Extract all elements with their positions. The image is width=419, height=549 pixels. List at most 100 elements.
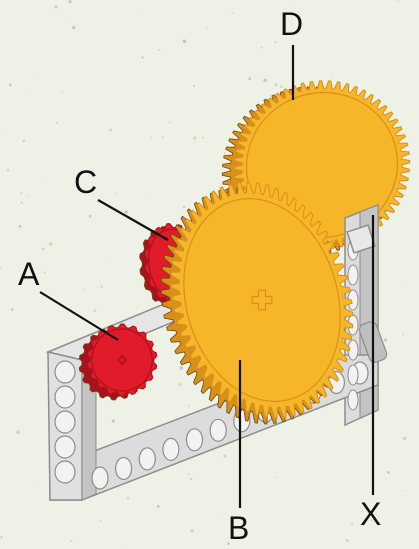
speckle xyxy=(112,419,115,422)
speckle xyxy=(56,122,58,124)
speckle xyxy=(123,548,124,549)
speckle xyxy=(351,523,353,525)
speckle xyxy=(276,477,277,478)
beam-hole xyxy=(163,438,179,460)
speckle xyxy=(232,12,234,14)
beam-hole xyxy=(348,365,358,385)
beam-hole xyxy=(55,436,75,458)
speckle xyxy=(7,169,10,172)
speckle xyxy=(202,137,204,139)
speckle xyxy=(280,86,282,88)
beam-hole xyxy=(55,461,75,483)
speckle xyxy=(49,242,53,246)
speckle xyxy=(166,156,167,157)
speckle xyxy=(42,247,45,250)
speckle xyxy=(5,134,6,135)
speckle xyxy=(55,6,58,9)
speckle xyxy=(72,26,76,30)
speckle xyxy=(274,41,276,43)
speckle xyxy=(402,282,403,283)
speckle xyxy=(179,366,183,370)
speckle xyxy=(147,192,148,193)
speckle xyxy=(248,77,251,80)
speckle xyxy=(190,529,193,532)
leader-line-c xyxy=(98,200,168,240)
speckle xyxy=(47,180,48,181)
speckle xyxy=(188,405,190,407)
beam-hole xyxy=(55,411,75,433)
speckle xyxy=(183,40,187,44)
beam-hole xyxy=(116,458,132,480)
speckle xyxy=(70,20,71,21)
speckle xyxy=(178,383,181,386)
speckle xyxy=(26,195,27,196)
beam-hole xyxy=(55,386,75,408)
speckle xyxy=(295,8,296,9)
speckle xyxy=(275,83,278,86)
beam-hole xyxy=(348,390,358,410)
speckle xyxy=(21,192,23,194)
speckle xyxy=(29,88,30,89)
speckle xyxy=(115,193,117,195)
speckle xyxy=(68,0,71,3)
speckle xyxy=(78,167,79,168)
speckle xyxy=(346,539,349,542)
beam-hole xyxy=(139,448,155,470)
speckle xyxy=(158,49,160,51)
speckle xyxy=(89,215,92,218)
speckle xyxy=(223,455,226,458)
speckle xyxy=(224,152,226,154)
speckle xyxy=(0,267,1,269)
speckle xyxy=(188,473,190,475)
speckle xyxy=(384,338,387,341)
speckle xyxy=(115,321,116,322)
speckle xyxy=(11,308,14,311)
speckle xyxy=(261,47,263,49)
speckle xyxy=(23,140,25,142)
speckle xyxy=(193,85,195,87)
speckle xyxy=(94,309,97,312)
leader-line-a xyxy=(40,292,118,340)
speckle xyxy=(141,56,144,59)
speckle xyxy=(402,334,404,336)
speckle xyxy=(397,0,399,2)
speckle xyxy=(101,285,103,287)
beam-hole xyxy=(210,419,226,441)
speckle xyxy=(274,4,275,5)
speckle xyxy=(127,497,130,500)
beam-hole xyxy=(92,467,108,489)
speckle xyxy=(70,540,72,542)
speckle xyxy=(137,280,138,281)
speckle xyxy=(193,136,196,139)
speckle xyxy=(112,525,113,526)
beam-hole xyxy=(348,265,358,285)
speckle xyxy=(371,520,373,522)
speckle xyxy=(150,137,151,138)
speckle xyxy=(263,79,267,83)
speckle xyxy=(162,136,164,138)
speckle xyxy=(206,28,207,29)
speckle xyxy=(227,542,230,545)
speckle xyxy=(0,536,3,539)
speckle xyxy=(169,122,171,124)
speckle xyxy=(331,74,332,75)
speckle xyxy=(100,520,101,521)
speckle xyxy=(44,272,46,274)
speckle xyxy=(16,430,20,434)
speckle xyxy=(259,54,260,55)
speckle xyxy=(221,517,222,518)
speckle xyxy=(21,202,23,204)
speckle xyxy=(106,260,107,261)
speckle xyxy=(32,483,33,484)
speckle xyxy=(183,206,185,208)
speckle xyxy=(125,210,128,213)
speckle xyxy=(19,225,22,228)
beam-hole xyxy=(187,429,203,451)
speckle xyxy=(403,437,407,441)
speckle xyxy=(190,478,192,480)
speckle xyxy=(157,505,160,508)
speckle xyxy=(34,79,35,80)
speckle xyxy=(109,128,112,131)
speckle xyxy=(138,15,139,16)
